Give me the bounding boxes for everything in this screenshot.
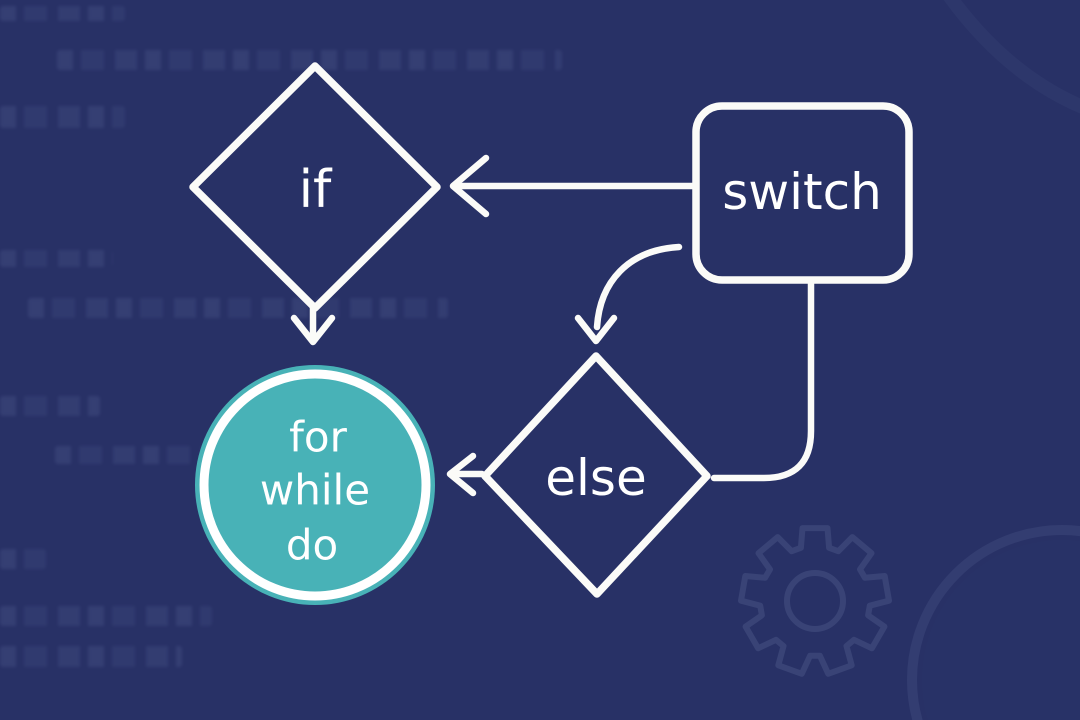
edge-switch-to-else-elbow (710, 277, 815, 482)
node-loop-label-line2: while (260, 466, 370, 515)
faded-text-row (0, 549, 46, 569)
edge-if-to-loop (290, 303, 336, 346)
gear-icon (738, 525, 892, 677)
node-loop-label-line3: do (286, 521, 338, 570)
faded-swoosh-curve (943, 0, 1080, 114)
node-else: else (481, 352, 711, 598)
node-if: if (189, 62, 441, 312)
faded-text-row (0, 106, 125, 128)
node-loop-label-line1: for (289, 413, 347, 462)
faded-text-row (0, 250, 113, 267)
node-else-label: else (545, 449, 646, 507)
faded-text-row (0, 6, 125, 21)
faded-text-row (55, 446, 205, 464)
node-switch-label: switch (722, 163, 882, 221)
faded-circle-motif (907, 525, 1080, 720)
faded-text-row (0, 646, 182, 667)
faded-text-row (57, 50, 562, 70)
node-if-label: if (299, 160, 333, 220)
edge-else-to-loop (446, 452, 486, 497)
faded-text-row (0, 606, 212, 626)
node-switch: switch (692, 102, 913, 284)
faded-text-row (0, 396, 100, 416)
edge-switch-to-if (449, 154, 699, 218)
faded-text-row (28, 298, 448, 318)
node-loop: for while do (195, 365, 435, 605)
edge-switch-to-else-curved-arrow (574, 243, 683, 345)
